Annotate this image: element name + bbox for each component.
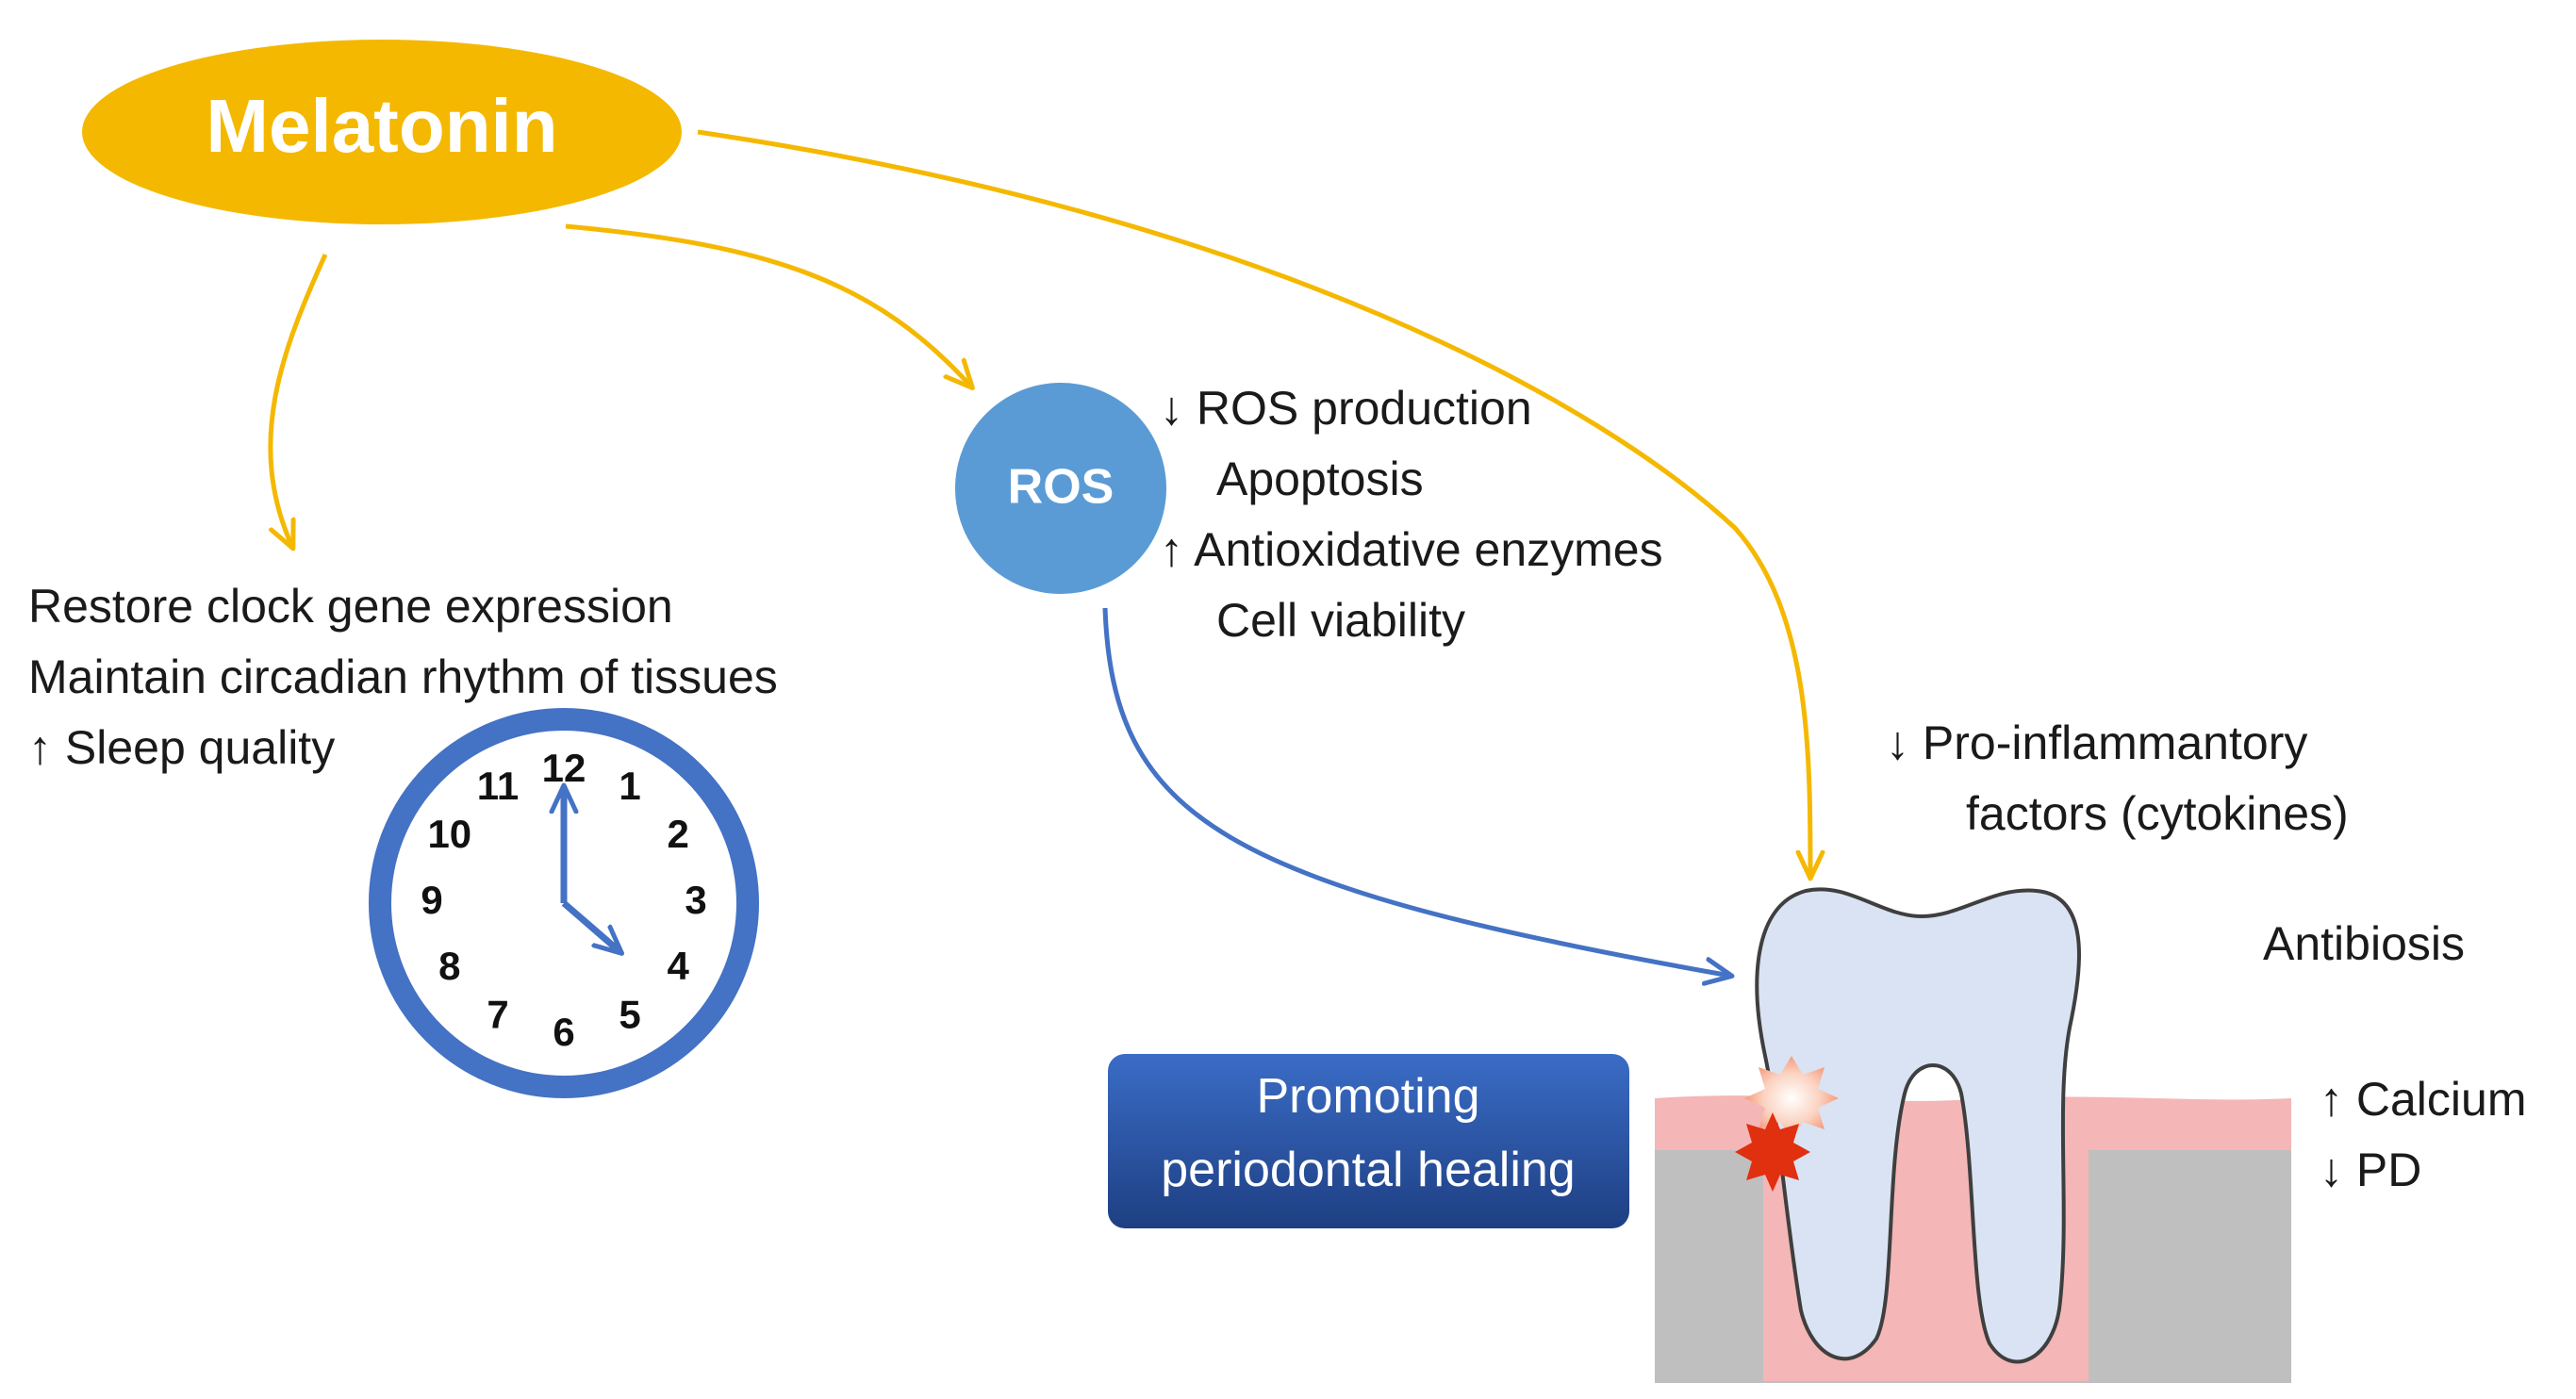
healing-box-line2: periodontal healing <box>1161 1143 1575 1197</box>
inflammation-effect-line2: factors (cytokines) <box>1966 787 2349 840</box>
clock-minute-hand <box>561 900 620 952</box>
circadian-effect-item: ↑ Sleep quality <box>28 721 335 774</box>
melatonin-label: Melatonin <box>206 84 557 168</box>
tooth-body <box>1755 887 2081 1364</box>
arrow-melatonin-to-circadian <box>268 253 328 547</box>
clock-number: 11 <box>477 764 519 808</box>
calcium-effect: ↑ Calcium <box>2320 1073 2526 1126</box>
ros-circle <box>955 383 1166 594</box>
melatonin-node: Melatonin <box>82 40 682 224</box>
ros-effect-item: ↑ Antioxidative enzymes <box>1160 523 1663 576</box>
ros-effect-item: Cell viability <box>1216 594 1465 647</box>
periodontal-healing-box: Promoting periodontal healing <box>1108 1054 1629 1228</box>
tooth-illustration <box>1655 887 2291 1383</box>
arrow-melatonin-to-ros <box>565 223 971 387</box>
arrow-ros-to-tooth <box>1102 607 1730 976</box>
arrow-melatonin-to-tooth <box>697 129 1810 877</box>
inflammation-burst-red <box>1735 1112 1810 1192</box>
clock-number: 3 <box>685 878 706 922</box>
ros-effect-item: Apoptosis <box>1216 453 1424 505</box>
clock-number: 8 <box>438 944 460 988</box>
circadian-effect-item: Restore clock gene expression <box>28 580 673 633</box>
melatonin-ellipse <box>82 40 682 224</box>
pd-effect: ↓ PD <box>2320 1144 2421 1196</box>
clock-number: 10 <box>427 812 471 856</box>
clock-number: 5 <box>619 992 640 1036</box>
antibiosis-label: Antibiosis <box>2263 917 2465 970</box>
clock-number: 4 <box>668 944 690 988</box>
ros-node: ROS <box>955 383 1166 594</box>
clock-number: 9 <box>421 878 442 922</box>
clock-number: 12 <box>542 746 586 790</box>
clock-number: 7 <box>487 992 508 1036</box>
healing-box-line1: Promoting <box>1257 1069 1480 1124</box>
ros-label: ROS <box>1008 460 1115 515</box>
clock-number: 1 <box>619 764 640 808</box>
tooth-effects: ↓ Pro-inflammantory factors (cytokines) … <box>1886 716 2526 1196</box>
ros-effects-list: ↓ ROS production Apoptosis ↑ Antioxidati… <box>1160 382 1663 647</box>
circadian-effects-list: Restore clock gene expression Maintain c… <box>28 580 778 774</box>
inflammation-burst-light <box>1744 1056 1839 1141</box>
circadian-effect-item: Maintain circadian rhythm of tissues <box>28 650 778 703</box>
clock-number: 6 <box>553 1010 574 1054</box>
inflammation-effect-line1: ↓ Pro-inflammantory <box>1886 716 2307 769</box>
healing-box-bg <box>1108 1054 1629 1228</box>
clock-number: 2 <box>668 812 689 856</box>
ros-effect-item: ↓ ROS production <box>1160 382 1532 435</box>
